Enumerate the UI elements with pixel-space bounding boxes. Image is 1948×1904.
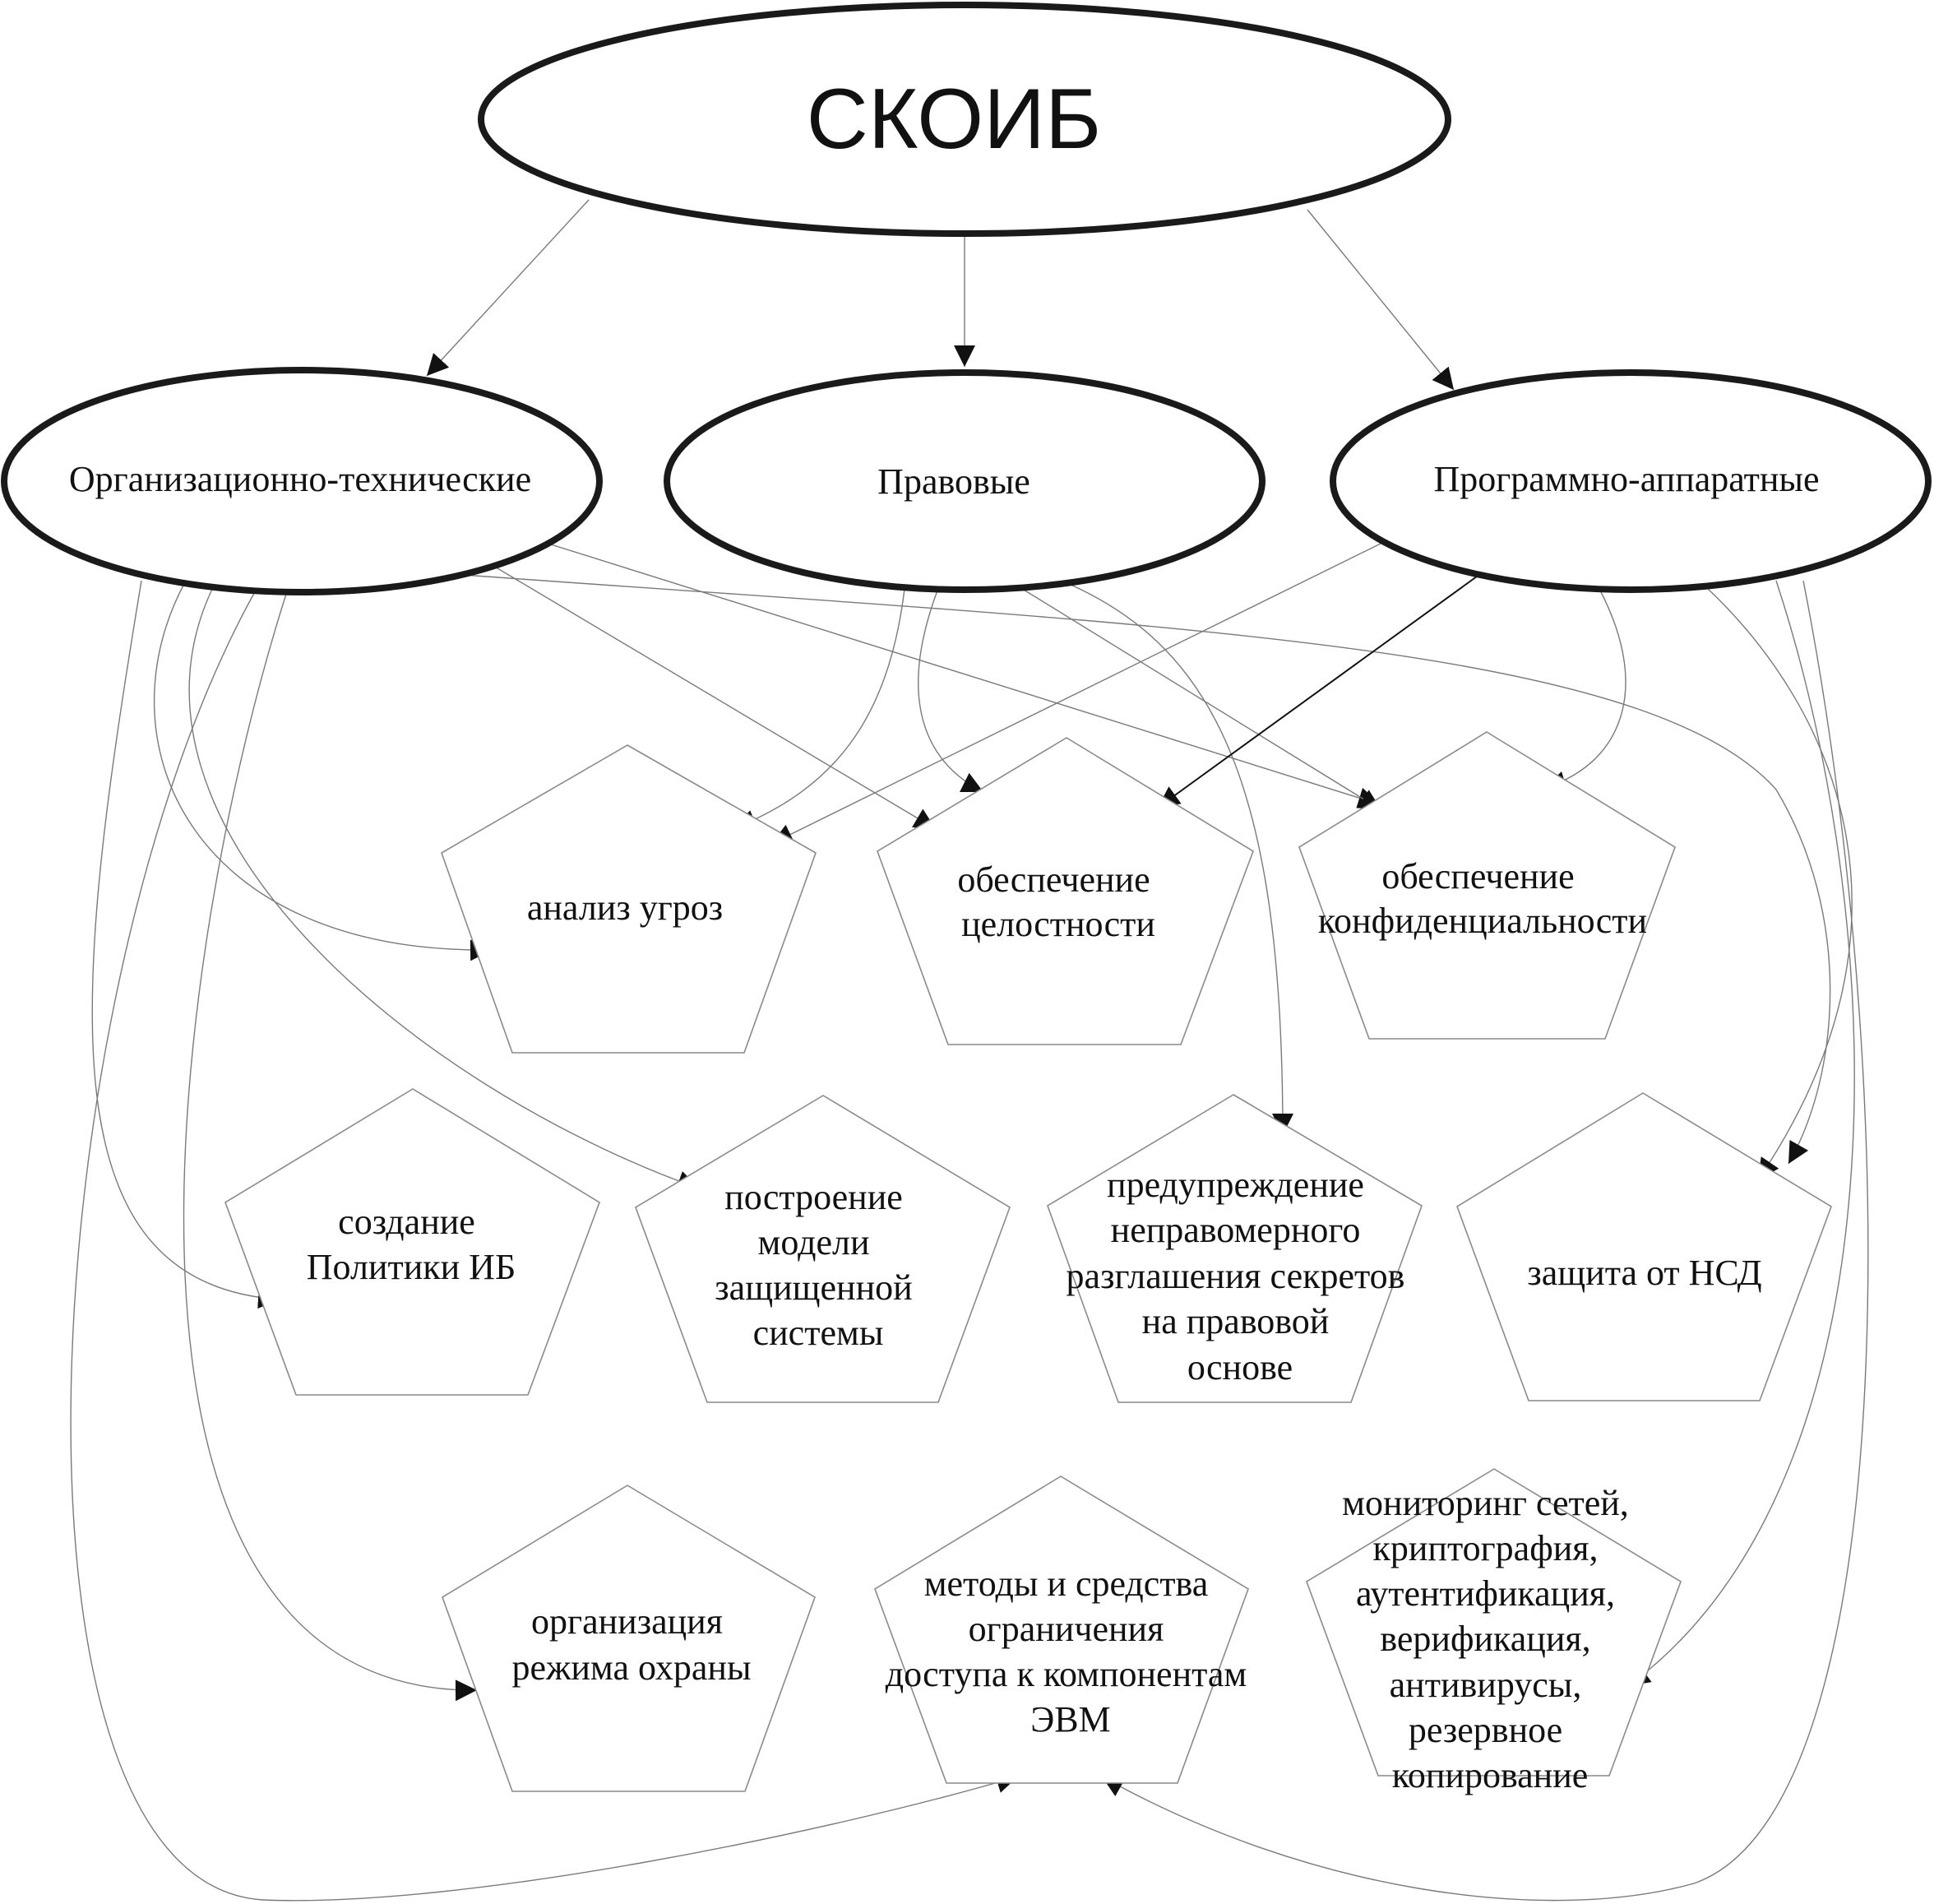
edge-legal-threats — [733, 588, 905, 831]
edge-org-model — [188, 585, 700, 1192]
root-label: СКОИБ — [807, 72, 1101, 167]
task-guard: организация режима охраны — [442, 1485, 816, 1792]
root-node: СКОИБ — [478, 2, 1451, 237]
pentagon — [635, 1095, 1011, 1403]
category-org: Организационно-технические — [1, 367, 603, 595]
task-model-text: построение модели защищенной системы — [715, 1177, 921, 1353]
task-secrets: предупреждение неправомерного разглашени… — [1047, 1094, 1423, 1403]
category-legal: Правовые — [664, 369, 1266, 593]
root-ellipse — [478, 2, 1451, 237]
pentagon — [1456, 1092, 1832, 1401]
pentagon — [877, 737, 1254, 1045]
task-integrity: обеспечение целостности — [877, 737, 1254, 1045]
pentagon — [1306, 1468, 1682, 1777]
pentagon — [442, 1485, 816, 1792]
edge-soft-confid — [1543, 588, 1626, 792]
pentagon — [874, 1475, 1249, 1784]
edge-soft-access — [1101, 580, 1869, 1902]
task-monitoring: мониторинг сетей, криптография, аутентиф… — [1306, 1468, 1682, 1795]
edge-org-integrity — [493, 565, 937, 830]
task-secrets-text: предупреждение неправомерного разглашени… — [1067, 1165, 1414, 1387]
pentagon — [224, 1088, 600, 1396]
category-soft-ellipse — [1330, 369, 1932, 593]
task-confidentiality-text: обеспечение конфиденциальности — [1318, 856, 1647, 941]
category-org-label: Организационно-технические — [69, 459, 531, 499]
task-threats: анализ угроз — [441, 744, 817, 1054]
task-access: методы и средства ограничения доступа к … — [874, 1475, 1256, 1784]
edge-root-org — [426, 199, 590, 377]
connectors — [70, 199, 1869, 1902]
edge-legal-integrity — [918, 590, 984, 793]
category-soft-label: Программно-аппаратные — [1433, 459, 1819, 499]
pentagon — [1298, 731, 1676, 1040]
edge-org-access — [70, 588, 1019, 1902]
task-guard-text: организация режима охраны — [511, 1601, 751, 1688]
category-org-ellipse — [1, 367, 603, 595]
edge-root-soft — [1307, 209, 1455, 391]
edge-org-nsd — [451, 573, 1831, 1165]
edge-org-policy — [91, 580, 280, 1309]
edge-soft-monitoring — [1627, 580, 1855, 1687]
task-integrity-text: обеспечение целостности — [957, 859, 1159, 944]
task-nsd-text: защита от НСД — [1527, 1253, 1761, 1293]
edge-org-threats — [153, 580, 493, 961]
category-legal-label: Правовые — [877, 461, 1030, 502]
edge-org-confid — [550, 544, 1381, 808]
category-legal-ellipse — [664, 369, 1266, 593]
edge-soft-threats — [770, 540, 1386, 845]
task-threats-text: анализ угроз — [527, 887, 723, 928]
pentagon — [1047, 1094, 1423, 1403]
task-access-text: методы и средства ограничения доступа к … — [886, 1564, 1256, 1740]
task-policy-text: создание Политики ИБ — [307, 1202, 516, 1287]
edge-soft-integrity — [1157, 573, 1481, 808]
category-soft: Программно-аппаратные — [1330, 369, 1932, 593]
task-confidentiality: обеспечение конфиденциальности — [1298, 731, 1676, 1040]
edge-org-guard — [183, 588, 478, 1702]
edge-legal-confid — [1019, 586, 1382, 811]
task-nsd: защита от НСД — [1456, 1092, 1832, 1401]
task-monitoring-text: мониторинг сетей, криптография, аутентиф… — [1342, 1483, 1638, 1795]
edge-soft-nsd — [1705, 586, 1853, 1181]
task-model: построение модели защищенной системы — [635, 1095, 1011, 1403]
pentagon — [441, 744, 817, 1054]
task-policy: создание Политики ИБ — [224, 1088, 600, 1396]
